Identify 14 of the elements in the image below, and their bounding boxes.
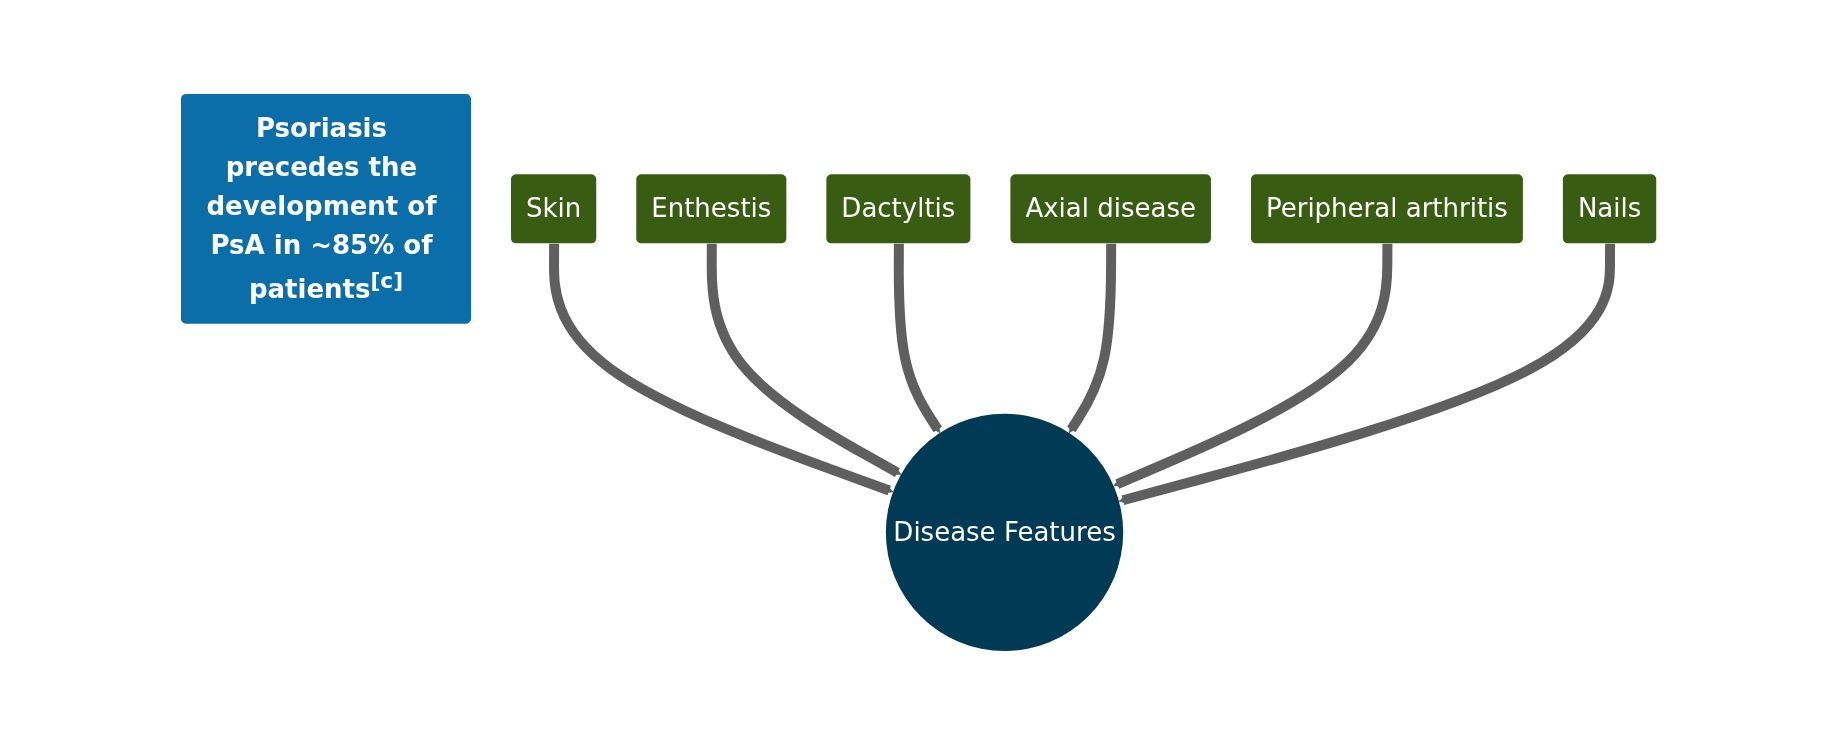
node-box: Psoriasis precedes the development of PsA in ~85% of patients$^{[c]}$ [180,93,471,324]
arrow [1066,243,1117,433]
arrow [1113,243,1393,489]
node-box: Skin [510,173,597,243]
arrow [548,243,894,495]
arrow [1118,243,1615,505]
arrow [706,243,902,477]
node-box: Peripheral arthritis [1250,173,1523,243]
node-box: Axial disease [1010,173,1211,243]
arrow [893,243,942,433]
node-box: Enthestis [636,173,787,243]
node-box: Nails [1562,173,1657,243]
node-box: Dactyltis [826,173,971,243]
node-circle: Disease Features [885,413,1124,651]
